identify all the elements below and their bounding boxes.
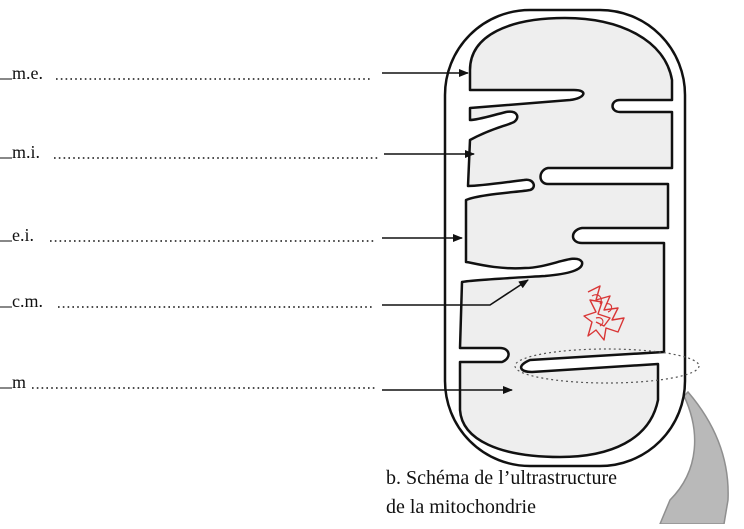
label-mi: m.i. — [0, 142, 474, 162]
caption-line-2: de la mitochondrie — [386, 496, 536, 518]
label-text-m: m — [12, 372, 26, 392]
label-me: m.e. — [0, 63, 468, 83]
label-ei: e.i. — [0, 225, 462, 245]
label-text-me: m.e. — [12, 63, 43, 83]
label-text-ei: e.i. — [12, 225, 34, 245]
label-text-cm: c.m. — [12, 291, 43, 311]
caption-line-1: b. Schéma de l’ultrastructure — [386, 467, 617, 489]
label-text-mi: m.i. — [12, 142, 40, 162]
label-m: m — [0, 372, 512, 392]
